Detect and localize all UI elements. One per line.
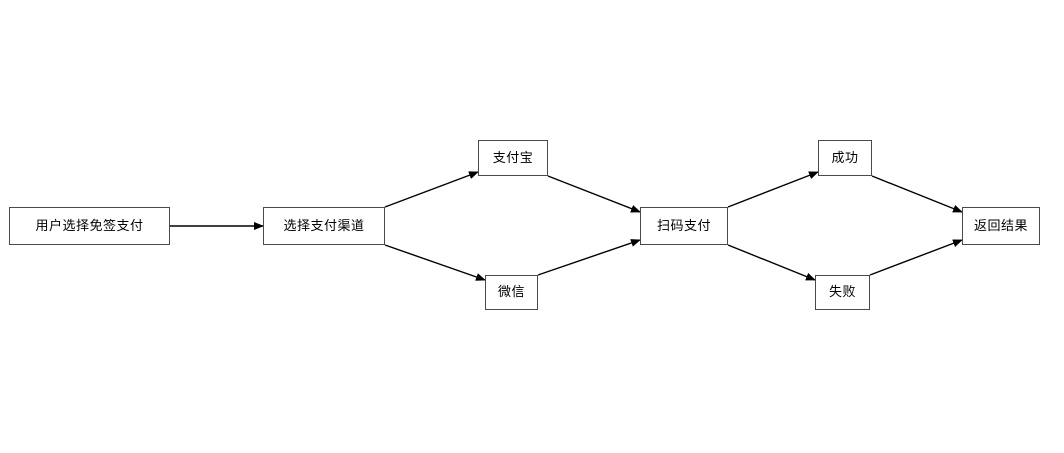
- node-label: 扫码支付: [656, 218, 711, 234]
- node-wechat[interactable]: 微信: [485, 275, 538, 310]
- edge-n5-to-n6: [727, 171, 819, 208]
- node-user-selects-signfree-payment[interactable]: 用户选择免签支付: [9, 207, 170, 245]
- edge-n6-to-n8: [871, 175, 963, 213]
- edge-n5-to-n7: [727, 244, 816, 281]
- node-label: 返回结果: [973, 218, 1028, 234]
- node-failure[interactable]: 失败: [815, 275, 870, 310]
- node-label: 成功: [831, 150, 859, 166]
- edge-n3-to-n5: [547, 175, 641, 213]
- edge-n2-to-n3: [384, 171, 479, 208]
- node-label: 支付宝: [492, 150, 534, 166]
- node-label: 失败: [828, 285, 856, 300]
- edge-n7-to-n8: [869, 239, 963, 276]
- edges-group: [170, 171, 963, 281]
- node-scan-code-payment[interactable]: 扫码支付: [640, 207, 728, 245]
- node-label: 选择支付渠道: [283, 218, 365, 234]
- edge-n2-to-n4: [384, 244, 486, 281]
- node-success[interactable]: 成功: [818, 140, 872, 176]
- node-label: 微信: [497, 285, 525, 300]
- node-return-result[interactable]: 返回结果: [962, 207, 1040, 245]
- node-label: 用户选择免签支付: [35, 218, 144, 234]
- node-select-payment-channel[interactable]: 选择支付渠道: [263, 207, 385, 245]
- edge-n4-to-n5: [537, 239, 641, 276]
- node-alipay[interactable]: 支付宝: [478, 140, 548, 176]
